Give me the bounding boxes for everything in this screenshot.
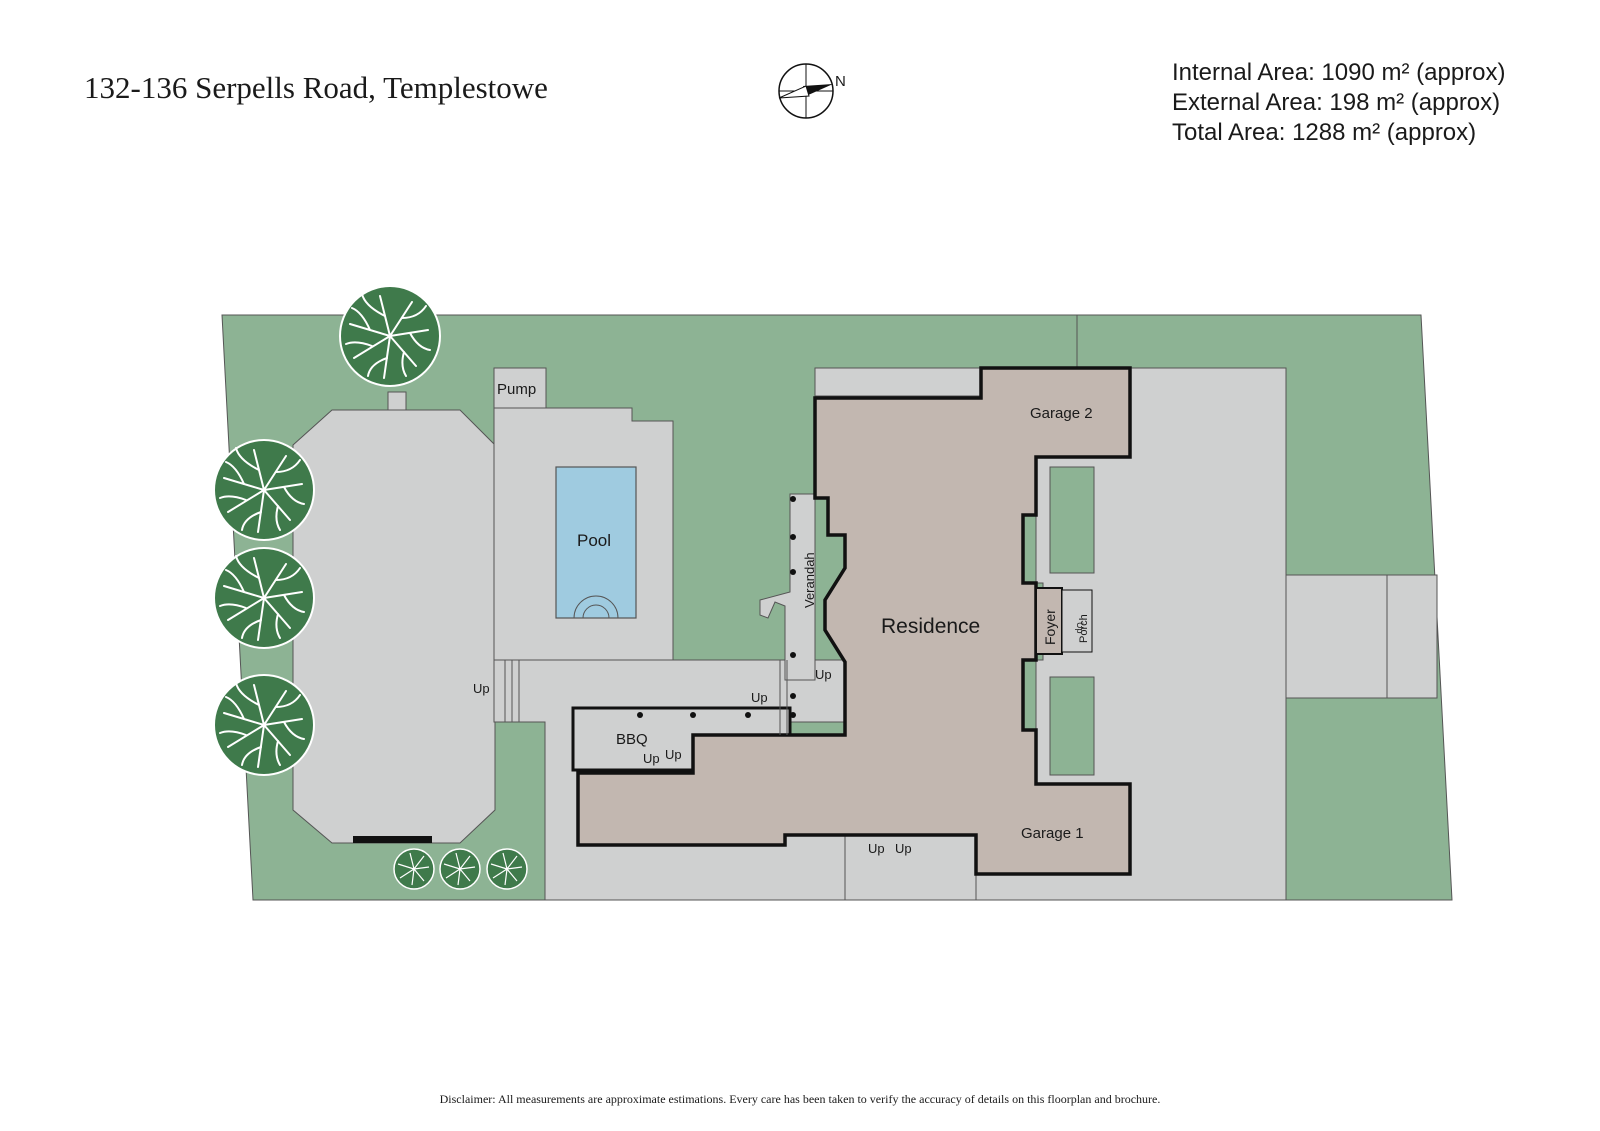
up-label: Up — [751, 690, 768, 705]
residence — [576, 366, 1132, 876]
up-label: Up — [895, 841, 912, 856]
internal-area: Internal Area: 1090 m² (approx) — [1172, 59, 1506, 86]
tree-icon — [339, 285, 441, 387]
up-label: Up — [815, 667, 832, 682]
area-summary: Internal Area: 1090 m² (approx) External… — [1172, 58, 1506, 148]
up-label: Up — [473, 681, 490, 696]
tree-icon — [213, 547, 315, 649]
up-label: Up — [665, 747, 682, 762]
up-label: Up — [643, 751, 660, 766]
pool-label: Pool — [577, 531, 611, 550]
pump-label: Pump — [497, 381, 536, 398]
garage-2-label: Garage 2 — [1030, 405, 1093, 422]
external-area: External Area: 198 m² (approx) — [1172, 89, 1501, 116]
tree-icon — [393, 848, 435, 890]
up-label: Up — [1075, 622, 1085, 634]
verandah-label: Verandah — [802, 552, 817, 608]
verandah — [759, 493, 816, 681]
tree-icon — [439, 848, 481, 890]
porch-label: Porch — [1078, 614, 1090, 643]
north-arrow-icon: N — [778, 63, 846, 119]
residence-label: Residence — [881, 615, 980, 638]
up-label: Up — [868, 841, 885, 856]
tree-icon — [486, 848, 528, 890]
north-label: N — [835, 73, 846, 90]
tree-icon — [213, 674, 315, 776]
tree-icon — [213, 439, 315, 541]
property-address-title: 132-136 Serpells Road, Templestowe — [84, 70, 548, 105]
garage-1-label: Garage 1 — [1021, 825, 1084, 842]
bbq-label: BBQ — [616, 731, 648, 748]
disclaimer: Disclaimer: All measurements are approxi… — [439, 1092, 1161, 1106]
pool — [555, 466, 637, 619]
foyer-label: Foyer — [1042, 609, 1058, 645]
total-area: Total Area: 1288 m² (approx) — [1172, 119, 1477, 146]
